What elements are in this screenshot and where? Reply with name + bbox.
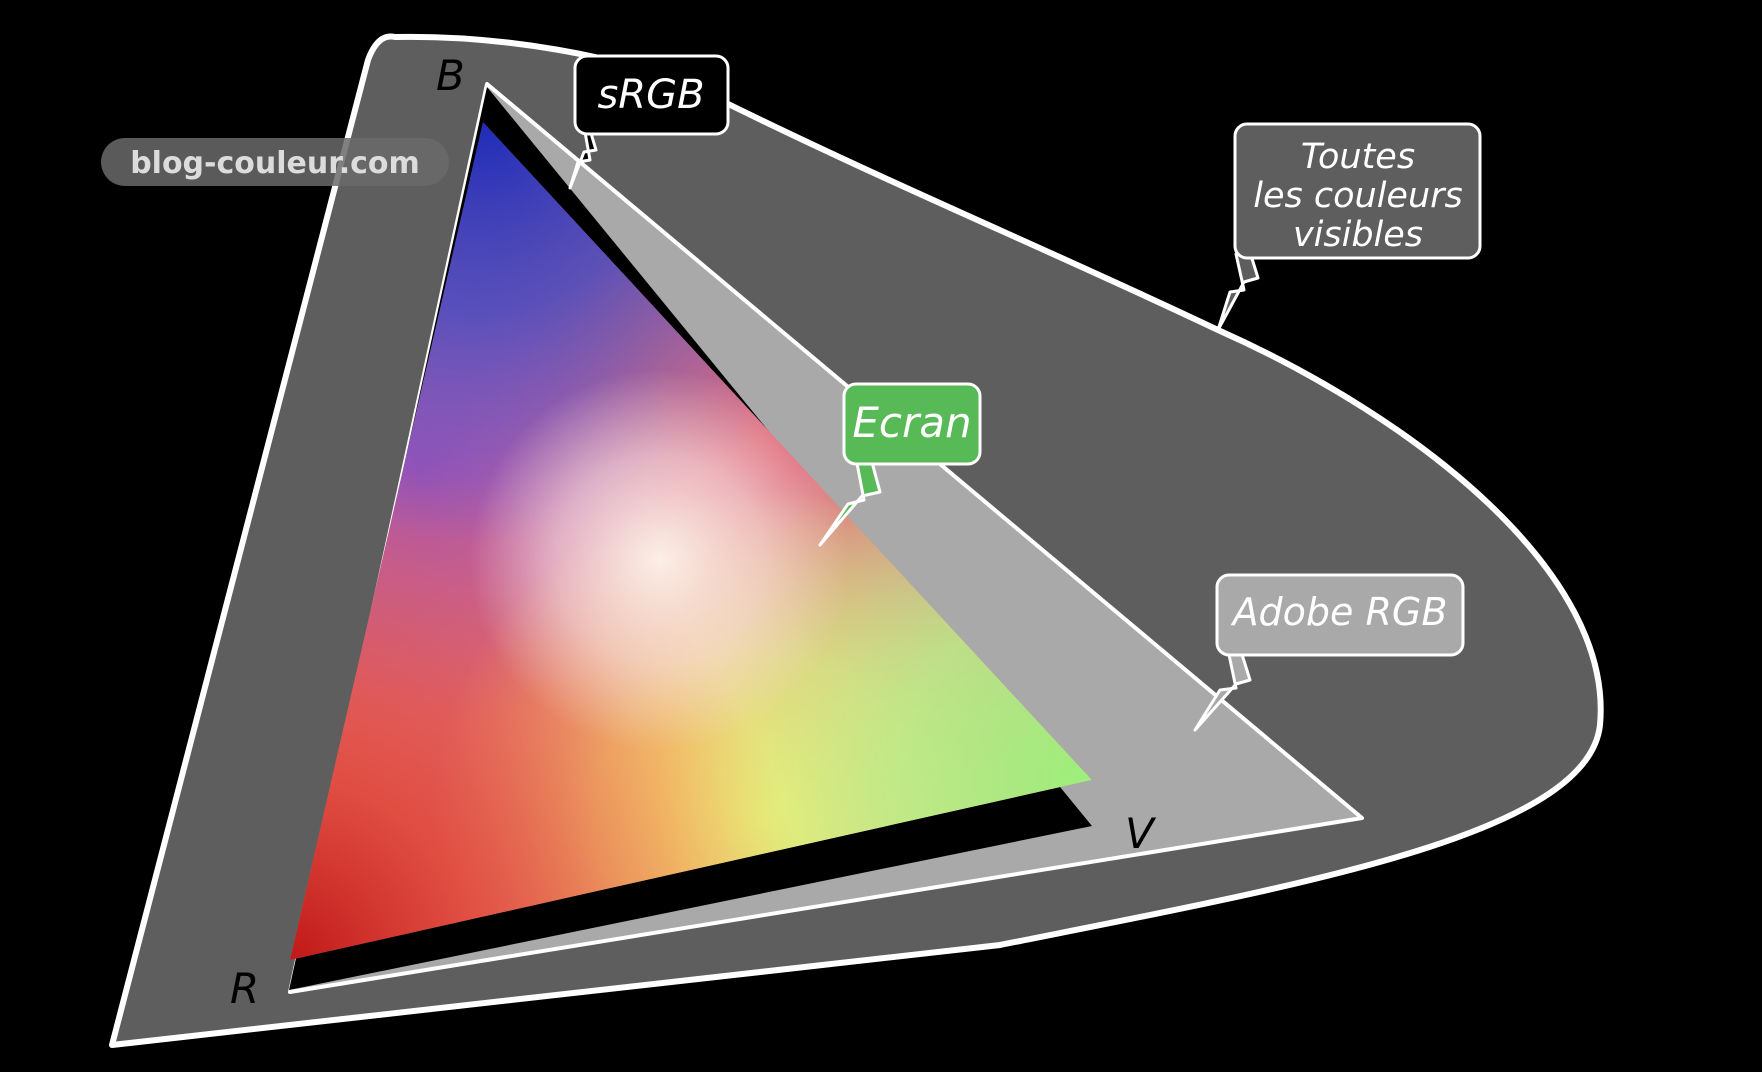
visible-colors-label-line3: visibles — [1293, 215, 1423, 255]
watermark: blog-couleur.com — [101, 138, 449, 186]
vertex-label-blue: B — [436, 51, 465, 100]
watermark-text: blog-couleur.com — [130, 146, 420, 181]
srgb-callout-box — [573, 54, 730, 136]
visible-colors-label-line2: les couleurs — [1253, 176, 1463, 216]
screen-callout: Ecran — [818, 382, 982, 547]
screen-callout-box — [842, 382, 982, 466]
screen-label: Ecran — [852, 398, 971, 447]
watermark-pill — [101, 138, 449, 186]
visible-colors-callout-tail — [1216, 250, 1260, 332]
srgb-callout: sRGB — [568, 54, 730, 190]
adobe-rgb-callout: Adobe RGB — [1193, 573, 1465, 732]
srgb-callout-tail — [568, 128, 598, 190]
adobe-rgb-callout-box — [1215, 573, 1465, 657]
srgb-label: sRGB — [597, 72, 704, 118]
visible-colors-label-line1: Toutes — [1301, 137, 1415, 177]
visible-colors-callout: Toutes les couleurs visibles — [1216, 122, 1482, 332]
vertex-label-green: V — [1125, 809, 1157, 858]
vertex-label-red: R — [230, 964, 259, 1013]
adobe-rgb-label: Adobe RGB — [1230, 590, 1448, 634]
screen-gamut — [290, 122, 1092, 960]
visible-colors-callout-box — [1233, 122, 1482, 260]
